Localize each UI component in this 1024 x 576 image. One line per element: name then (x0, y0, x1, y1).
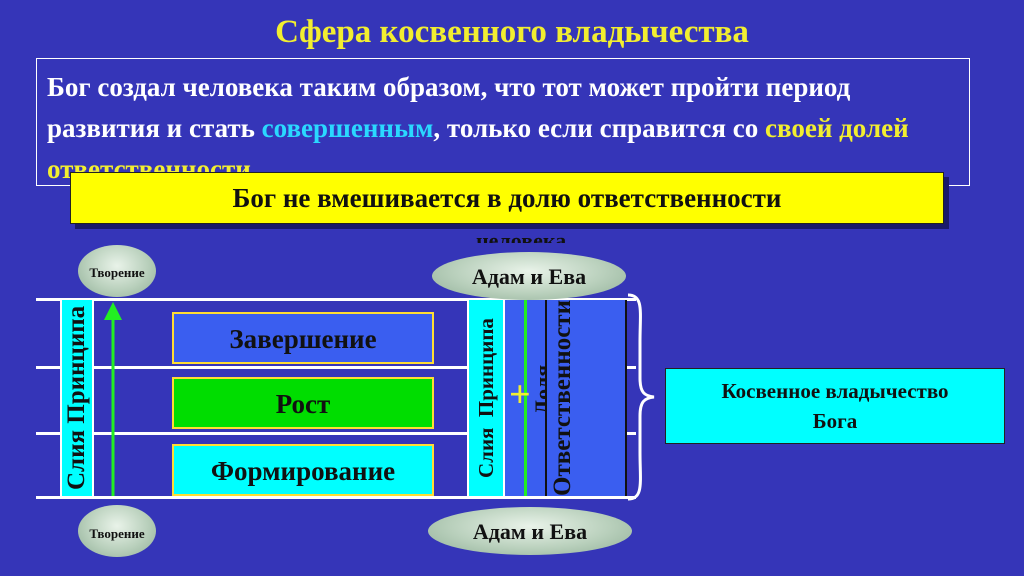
level-line-bottom (36, 496, 636, 499)
stage-completion: Завершение (172, 312, 434, 364)
growth-arrow (104, 302, 122, 496)
level-line-top (36, 298, 636, 301)
creation-ellipse-bottom: Творение (78, 505, 156, 557)
non-interference-banner: Бог не вмешивается в долю ответственност… (70, 172, 944, 224)
plus-sign: + (509, 374, 531, 416)
curly-brace (627, 293, 655, 501)
intro-highlight-perfect: совершенным (261, 113, 434, 143)
level-line-2 (36, 366, 636, 369)
creation-ellipse-top: Творение (78, 245, 156, 297)
indirect-dominion-line1: Косвенное владычество (721, 379, 949, 403)
intro-text-part2: , только если справится со (433, 113, 765, 143)
indirect-dominion-line2: Бога (812, 409, 858, 433)
adam-eve-ellipse-bottom: Адам и Ева (428, 507, 632, 555)
banner-continuation: человека. (476, 228, 572, 243)
principle-left-label: Слия Принципа (63, 305, 90, 491)
indirect-dominion-box: Косвенное владычество Бога (665, 368, 1005, 444)
principle-column-right: Слия Принципа (467, 298, 505, 498)
adam-eve-ellipse-top: Адам и Ева (432, 252, 626, 300)
intro-text-box: Бог создал человека таким образом, что т… (36, 58, 970, 186)
principle-right-label: Слия Принципа (474, 318, 498, 478)
growth-arrow-head (104, 302, 122, 320)
responsibility-label: Ответственности (549, 300, 576, 496)
level-line-3 (36, 432, 636, 435)
stage-formation: Формирование (172, 444, 434, 496)
share-column-line (524, 300, 527, 496)
responsibility-column: Ответственности (545, 300, 627, 496)
intro-text-part3: . (250, 154, 258, 184)
principle-column-left: Слия Принципа (60, 298, 94, 498)
intro-text-part1: Бог создал человека таким образом, что т… (47, 72, 851, 143)
page-title: Сфера косвенного владычества (275, 14, 749, 50)
stage-growth: Рост (172, 377, 434, 429)
